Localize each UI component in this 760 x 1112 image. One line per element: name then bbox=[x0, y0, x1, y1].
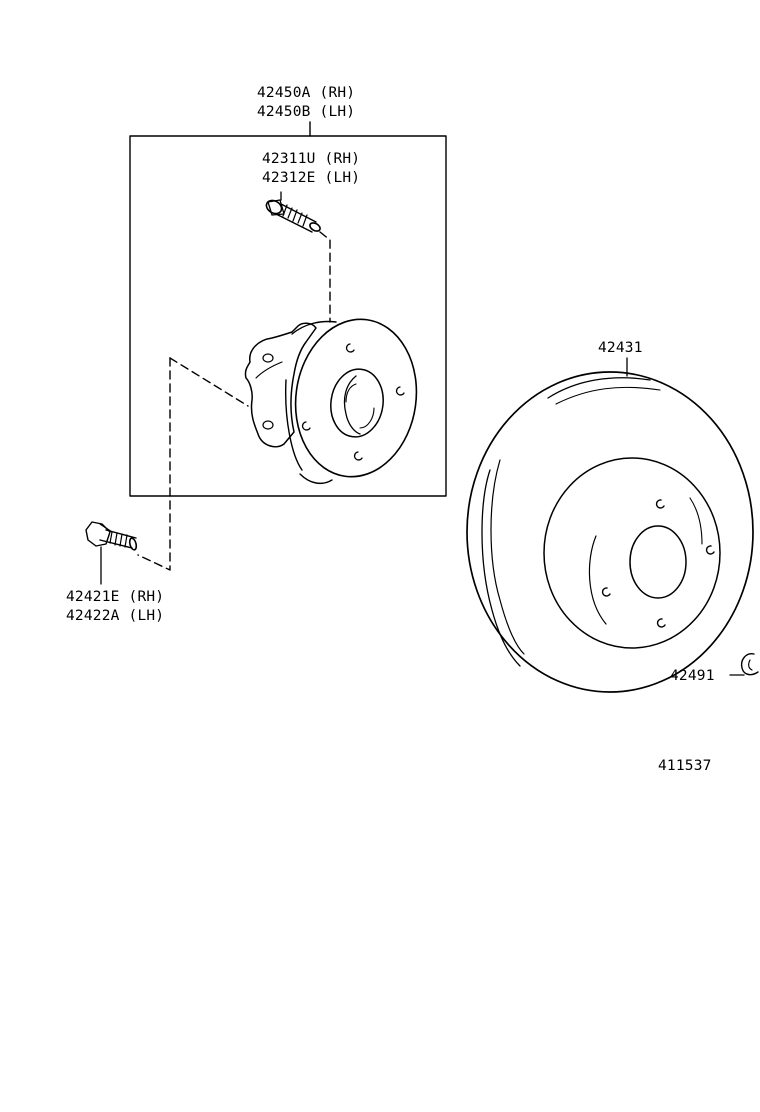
hub-bolt-icon bbox=[265, 191, 331, 323]
illustration-number: 411537 bbox=[658, 758, 712, 774]
hub-assembly-label-rh: 42450A (RH) bbox=[257, 85, 356, 101]
hole-plug-icon bbox=[729, 653, 759, 676]
mount-bolt-icon bbox=[85, 357, 171, 585]
disc-label: 42431 bbox=[598, 340, 643, 356]
hub-assembly-label: 42450A (RH) 42450B (LH) bbox=[257, 84, 355, 122]
mount-bolt-label-rh: 42421E (RH) bbox=[66, 589, 165, 605]
hub-bearing-icon bbox=[169, 318, 418, 485]
hub-bolt-label-rh: 42311U (RH) bbox=[262, 151, 361, 167]
hub-bolt-label-lh: 42312E (LH) bbox=[262, 170, 361, 186]
plug-label: 42491 bbox=[670, 668, 715, 684]
disc-rotor-icon bbox=[466, 357, 754, 693]
hub-assembly-label-lh: 42450B (LH) bbox=[257, 104, 356, 120]
hub-assembly-frame bbox=[129, 121, 447, 497]
mount-bolt-label: 42421E (RH) 42422A (LH) bbox=[66, 588, 164, 626]
hub-bolt-label: 42311U (RH) 42312E (LH) bbox=[262, 150, 360, 188]
mount-bolt-label-lh: 42422A (LH) bbox=[66, 608, 165, 624]
